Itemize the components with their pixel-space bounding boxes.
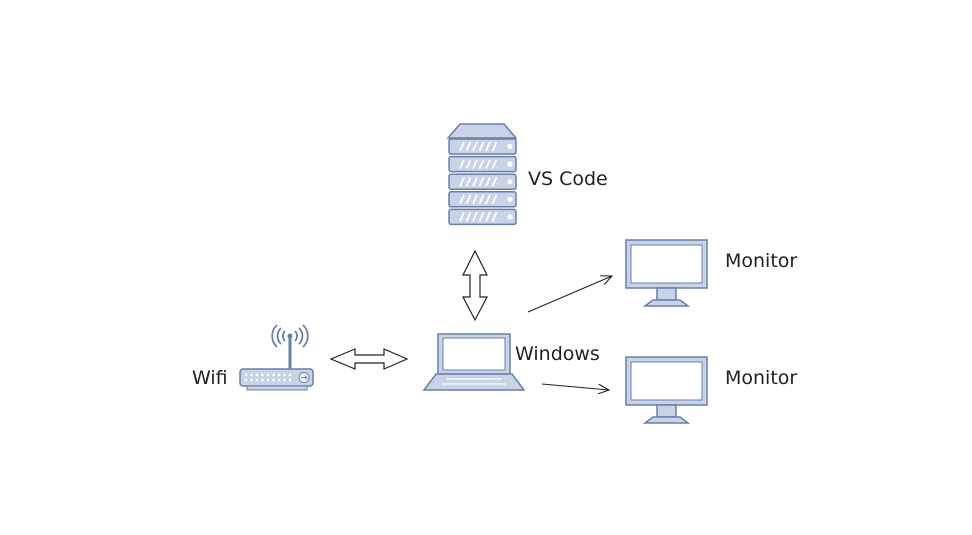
rack-led	[507, 196, 513, 202]
laptop-icon	[422, 333, 526, 391]
rack-led	[507, 143, 513, 150]
rack-vent	[478, 176, 485, 187]
rack-unit	[448, 155, 517, 173]
monitor-icon	[625, 356, 708, 424]
rack-vent	[459, 159, 465, 169]
monitor-bottom-label: Monitor	[725, 367, 797, 389]
rack-vent	[485, 212, 491, 222]
router-port-dot	[272, 373, 275, 377]
rack-vent	[459, 194, 465, 205]
rack-vent	[491, 141, 498, 152]
monitor-icon	[625, 239, 708, 307]
rack-vent	[465, 141, 472, 152]
rack-unit	[448, 138, 517, 155]
rack-vent	[485, 194, 491, 205]
server-laptop-double-arrow	[462, 249, 488, 322]
rack-led	[507, 161, 513, 167]
router-port-dot	[266, 378, 270, 382]
router-port-dot	[277, 373, 281, 377]
rack-vent	[491, 194, 498, 205]
router-laptop-double-arrow	[329, 348, 409, 370]
rack-vent	[472, 194, 478, 205]
router-port-dot	[277, 378, 281, 382]
rack-vent	[485, 141, 491, 152]
monitor-top-label: Monitor	[725, 250, 797, 272]
rack-vent	[485, 176, 491, 187]
rack-vent	[491, 176, 498, 187]
rack-vent	[459, 212, 465, 222]
router-port-dot	[283, 373, 286, 377]
rack-vent	[465, 194, 472, 205]
laptop-to-monitor-bottom-arrow	[541, 383, 609, 390]
router-port-dot	[288, 373, 292, 377]
router-port-dot	[244, 373, 248, 377]
router-port-dot	[250, 378, 253, 382]
rack-vent	[465, 212, 472, 222]
rack-led	[507, 214, 513, 220]
rack-vent	[478, 159, 485, 169]
rack-vent	[491, 212, 498, 222]
rack-vent	[472, 212, 478, 222]
rack-unit	[448, 208, 517, 226]
router-port-dot	[255, 378, 259, 382]
rack-vent	[459, 176, 465, 187]
rack-vent	[472, 176, 478, 187]
rack-unit	[448, 191, 517, 208]
rack-vent	[478, 194, 485, 205]
rack-vent	[465, 176, 472, 187]
router-label: Wifi	[192, 367, 228, 389]
server-label: VS Code	[528, 168, 608, 190]
router-port-dot	[261, 373, 264, 377]
router-port-dot	[255, 373, 259, 377]
router-port-dot	[250, 373, 253, 377]
router-port-dot	[266, 373, 270, 377]
rack-vent	[491, 159, 498, 169]
laptop-label: Windows	[515, 343, 600, 365]
server-rack-icon	[446, 123, 518, 226]
laptop-to-monitor-top-arrow	[527, 276, 612, 313]
wifi-router-icon	[239, 324, 314, 391]
rack-vent	[472, 141, 478, 152]
rack-vent	[465, 159, 472, 169]
router-port-dot	[283, 378, 286, 382]
router-port-dot	[288, 378, 292, 382]
rack-vent	[478, 212, 485, 222]
rack-led	[507, 179, 513, 185]
rack-vent	[478, 141, 485, 152]
rack-vent	[459, 141, 465, 152]
router-port-dot	[272, 378, 275, 382]
rack-unit	[448, 173, 517, 190]
rack-vent	[472, 159, 478, 169]
router-port-dot	[244, 378, 248, 382]
router-port-dot	[261, 378, 264, 382]
rack-vent	[485, 159, 491, 169]
